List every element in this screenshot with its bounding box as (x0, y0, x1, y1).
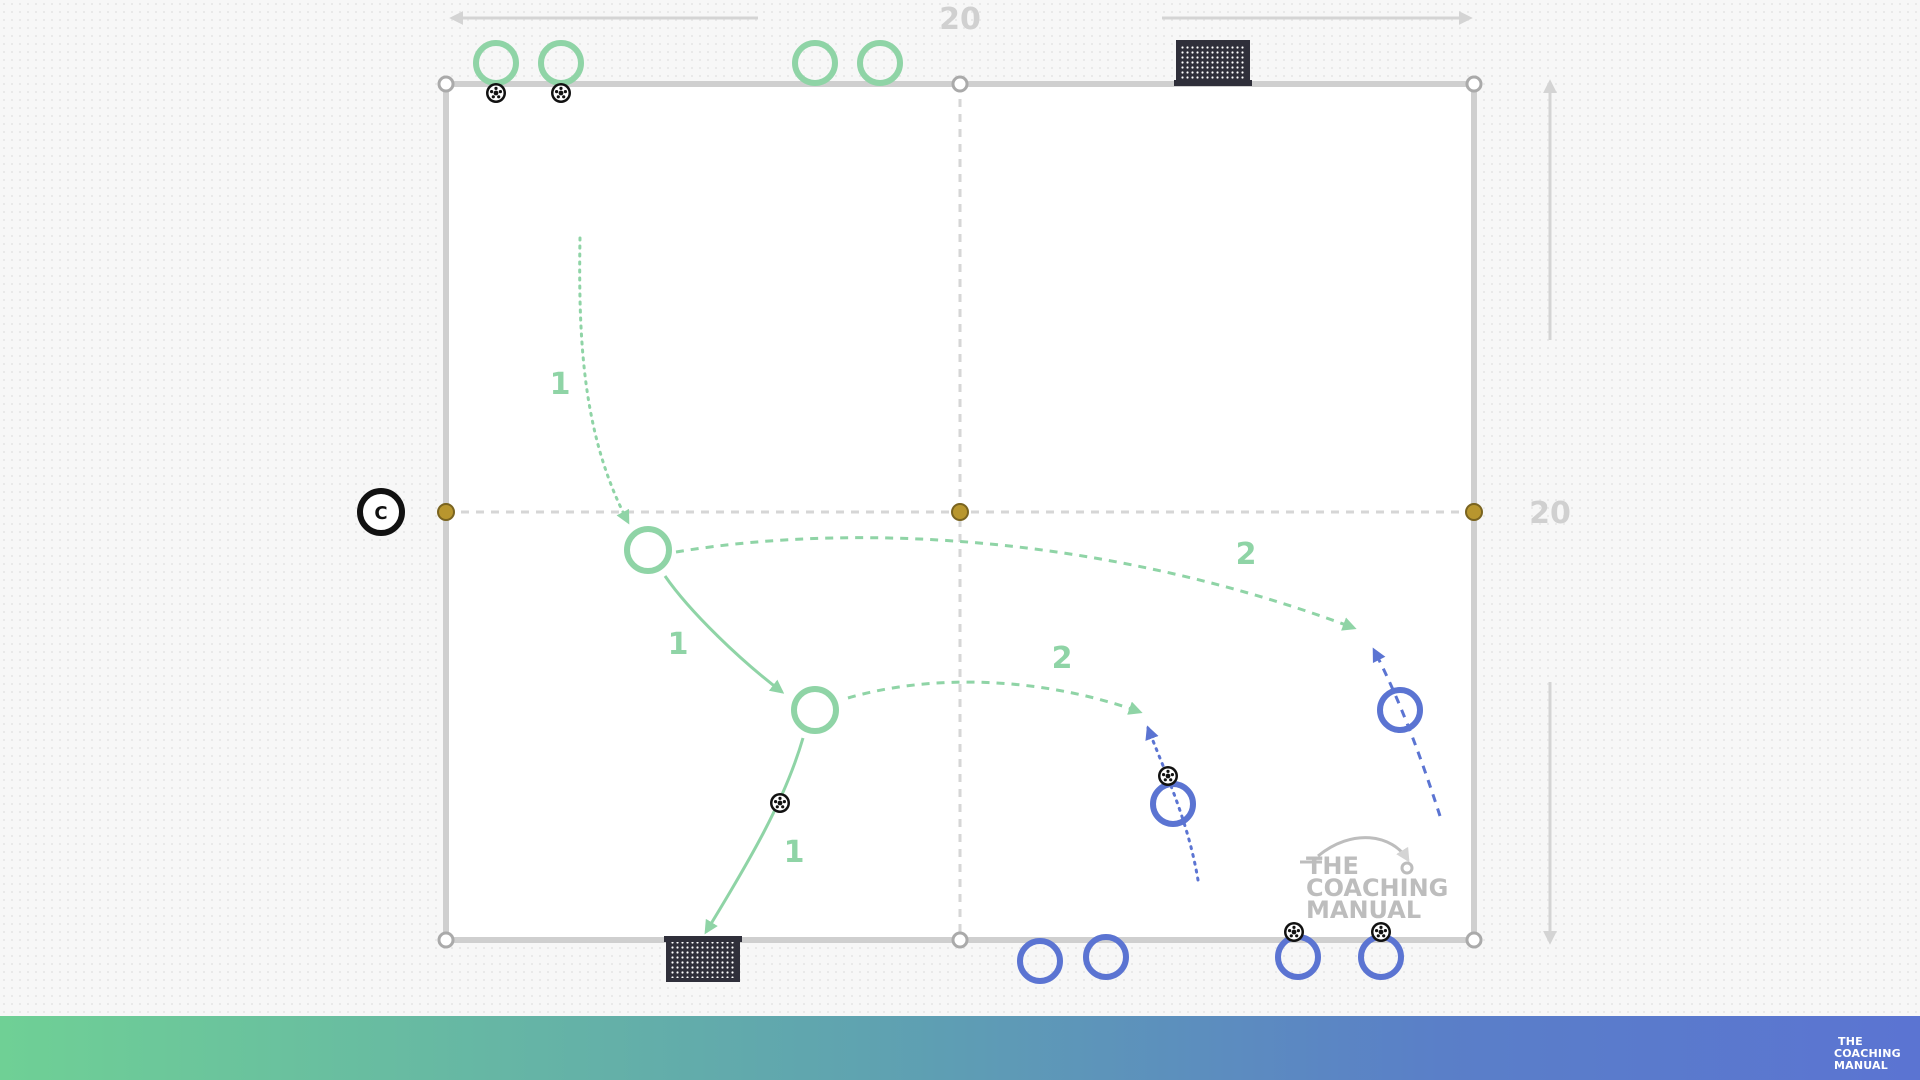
green-player (857, 40, 903, 86)
green-short-pass-arrow (847, 680, 1143, 715)
green-player (792, 40, 838, 86)
ball (1284, 922, 1304, 942)
ball (486, 83, 506, 103)
bottom-goal (664, 936, 742, 982)
mid-marker (951, 931, 969, 949)
width-dimension: 20 (449, 2, 1473, 37)
height-label: 20 (1529, 496, 1571, 531)
green-players (473, 40, 903, 734)
coach-letter: C (374, 503, 387, 524)
corner-marker (437, 931, 455, 949)
label-short-pass: 2 (1052, 641, 1073, 676)
green-run-arrow (578, 236, 630, 525)
blue-player (1017, 938, 1063, 984)
label-shot: 1 (784, 835, 805, 870)
green-player (538, 40, 584, 86)
footer-logo: THE COACHING MANUAL (1834, 1024, 1910, 1074)
green-player (473, 40, 519, 86)
cone (437, 503, 455, 521)
corner-marker (1465, 75, 1483, 93)
footer-gradient-band: THE COACHING MANUAL (0, 1016, 1920, 1080)
green-pass-arrow (663, 575, 785, 694)
label-run: 1 (550, 367, 571, 402)
ball (770, 793, 790, 813)
label-long-pass: 2 (1236, 537, 1257, 572)
blue-run-arrow (1145, 725, 1200, 882)
green-shot-arrow (704, 737, 805, 935)
cone (951, 503, 969, 521)
watermark-line1: THE (1306, 852, 1359, 880)
corner-marker (437, 75, 455, 93)
top-goal (1174, 40, 1252, 86)
blue-player (1377, 687, 1423, 733)
cone (1465, 503, 1483, 521)
label-pass: 1 (668, 627, 689, 662)
ball (551, 83, 571, 103)
blue-player (1083, 934, 1129, 980)
footer-logo-line3: MANUAL (1834, 1059, 1888, 1072)
green-player (791, 686, 839, 734)
grey-markers (437, 75, 1483, 949)
corner-marker (1465, 931, 1483, 949)
mid-marker (951, 75, 969, 93)
blue-press-arrow (1372, 647, 1442, 817)
coach-marker: C (357, 488, 405, 536)
ball (1371, 922, 1391, 942)
green-player (624, 526, 672, 574)
watermark-line3: MANUAL (1306, 896, 1421, 924)
width-label: 20 (939, 2, 981, 37)
watermark-logo: THE COACHING MANUAL (1300, 836, 1448, 924)
watermark-line2: COACHING (1306, 874, 1448, 902)
ball (1158, 766, 1178, 786)
footer-logo-line2: COACHING (1834, 1047, 1901, 1060)
height-dimension: 20 (1529, 79, 1571, 945)
gold-cones (437, 503, 1483, 521)
footer-logo-line1: THE (1838, 1035, 1863, 1048)
